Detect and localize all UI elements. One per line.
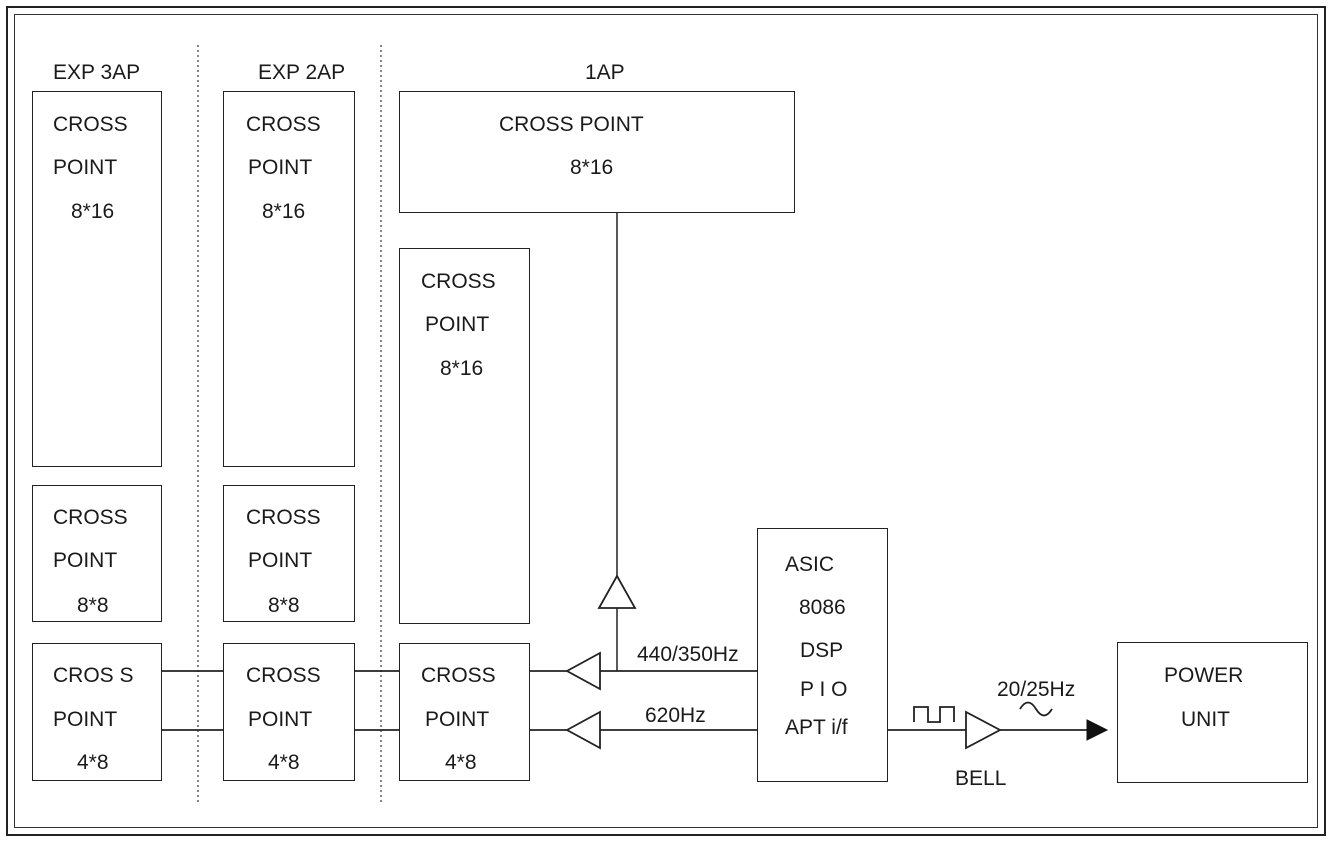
- bell-label: BELL: [955, 767, 1007, 790]
- exp2-cp4-line3: 4*8: [268, 751, 300, 774]
- sine-wave-icon: [1019, 701, 1053, 717]
- signal-label-440-350hz: 440/350Hz: [637, 643, 739, 666]
- ap1-cp16-line2: POINT: [425, 313, 490, 336]
- signal-label-20-25hz: 20/25Hz: [997, 678, 1076, 701]
- exp3-cp8-line1: CROSS: [53, 506, 128, 529]
- exp2-cp8-line2: POINT: [248, 549, 313, 572]
- exp3-cp16-line2: POINT: [53, 156, 118, 179]
- ap1-cp16-line1: CROSS: [421, 270, 496, 293]
- signal-label-620hz: 620Hz: [645, 704, 706, 727]
- power-unit-line2: UNIT: [1181, 708, 1230, 731]
- power-unit-block: POWER UNIT: [1117, 642, 1308, 783]
- exp3-crosspoint-8x8: CROSS POINT 8*8: [32, 485, 162, 622]
- exp3-cp8-line3: 8*8: [77, 594, 109, 617]
- asic-line5: APT i/f: [785, 716, 848, 739]
- ap1-cp-top-line1: CROSS POINT: [499, 113, 644, 136]
- square-wave-icon: [913, 706, 955, 723]
- inner-frame: [14, 14, 1318, 828]
- exp3-crosspoint-4x8: CROS S POINT 4*8: [32, 643, 162, 781]
- asic-line4: P I O: [800, 678, 848, 701]
- ap1-cp16-line3: 8*16: [440, 357, 484, 380]
- buffer-620-triangle: [565, 710, 601, 750]
- ap1-cp-top-line2: 8*16: [570, 156, 614, 179]
- exp2-cp16-line1: CROSS: [246, 113, 321, 136]
- exp3-cp4-line2: POINT: [53, 708, 118, 731]
- outer-frame: [6, 6, 1326, 836]
- exp3-cp4-line1: CROS S: [53, 664, 134, 687]
- asic-line1: ASIC: [785, 553, 835, 576]
- power-unit-line1: POWER: [1164, 664, 1244, 687]
- exp2-crosspoint-8x16: CROSS POINT 8*16: [223, 91, 355, 467]
- exp3-cp16-line1: CROSS: [53, 113, 128, 136]
- exp2-cp16-line2: POINT: [248, 156, 313, 179]
- column-header-exp3: EXP 3AP: [53, 61, 141, 84]
- ap1-crosspoint-4x8: CROSS POINT 4*8: [399, 643, 530, 781]
- exp3-crosspoint-8x16: CROSS POINT 8*16: [32, 91, 162, 467]
- bell-buffer-triangle: [965, 710, 1002, 750]
- exp2-cp4-line1: CROSS: [246, 664, 321, 687]
- exp2-crosspoint-4x8: CROSS POINT 4*8: [223, 643, 355, 781]
- exp2-cp8-line3: 8*8: [268, 594, 300, 617]
- ap1-cp4-line2: POINT: [425, 708, 490, 731]
- exp2-cp4-line2: POINT: [248, 708, 313, 731]
- exp2-cp8-line1: CROSS: [246, 506, 321, 529]
- exp3-cp4-line3: 4*8: [77, 751, 109, 774]
- exp3-cp8-line2: POINT: [53, 549, 118, 572]
- arrow-head-power: [1086, 719, 1109, 741]
- asic-line2: 8086: [799, 596, 846, 619]
- asic-block: ASIC 8086 DSP P I O APT i/f: [757, 528, 888, 782]
- asic-line3: DSP: [800, 639, 844, 662]
- ap1-cp4-line1: CROSS: [421, 664, 496, 687]
- exp3-cp16-line3: 8*16: [71, 200, 115, 223]
- ap1-crosspoint-8x16: CROSS POINT 8*16: [399, 248, 530, 624]
- column-header-1ap: 1AP: [585, 61, 625, 84]
- ap1-crosspoint-top-8x16: CROSS POINT 8*16: [399, 91, 795, 213]
- exp2-crosspoint-8x8: CROSS POINT 8*8: [223, 485, 355, 622]
- ap1-cp4-line3: 4*8: [445, 751, 477, 774]
- column-header-exp2: EXP 2AP: [258, 61, 346, 84]
- exp2-cp16-line3: 8*16: [262, 200, 306, 223]
- buffer-440-triangle: [565, 651, 601, 691]
- buffer-up-triangle: [597, 574, 637, 609]
